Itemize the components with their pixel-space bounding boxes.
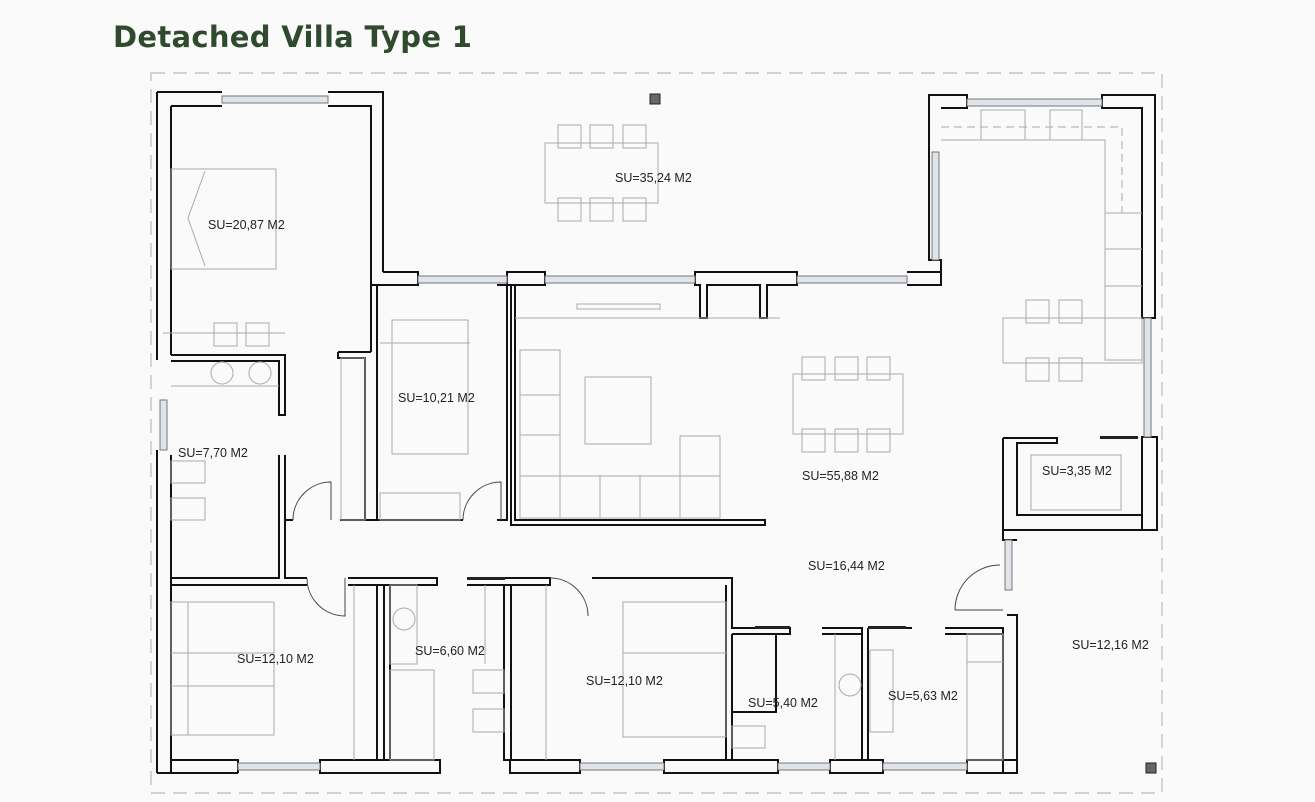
column-marker bbox=[649, 93, 661, 105]
room-label-living: SU=55,88 M2 bbox=[802, 469, 879, 483]
room-label-ensuite-bath: SU=7,70 M2 bbox=[178, 446, 248, 460]
furniture bbox=[163, 109, 1143, 761]
room-label-laundry: SU=5,40 M2 bbox=[748, 696, 818, 710]
page-title: Detached Villa Type 1 bbox=[113, 20, 473, 54]
windows bbox=[159, 95, 1152, 771]
room-label-hallway: SU=16,44 M2 bbox=[808, 559, 885, 573]
plot-boundary bbox=[150, 72, 1163, 794]
doors bbox=[292, 436, 1138, 629]
room-label-porch: SU=12,16 M2 bbox=[1072, 638, 1149, 652]
room-label-bathroom-1: SU=6,60 M2 bbox=[415, 644, 485, 658]
room-label-bedroom-small: SU=10,21 M2 bbox=[398, 391, 475, 405]
room-label-terrace: SU=35,24 M2 bbox=[615, 171, 692, 185]
interior-walls bbox=[170, 284, 1004, 773]
room-labels: SU=20,87 M2 SU=35,24 M2 SU=10,21 M2 SU=7… bbox=[178, 171, 1149, 710]
room-label-master-bedroom: SU=20,87 M2 bbox=[208, 218, 285, 232]
room-label-pantry: SU=3,35 M2 bbox=[1042, 464, 1112, 478]
room-label-bedroom-center: SU=12,10 M2 bbox=[586, 674, 663, 688]
room-label-bathroom-2: SU=5,63 M2 bbox=[888, 689, 958, 703]
walls bbox=[156, 91, 1158, 774]
room-label-bedroom-left: SU=12,10 M2 bbox=[237, 652, 314, 666]
column-marker bbox=[1145, 762, 1157, 774]
